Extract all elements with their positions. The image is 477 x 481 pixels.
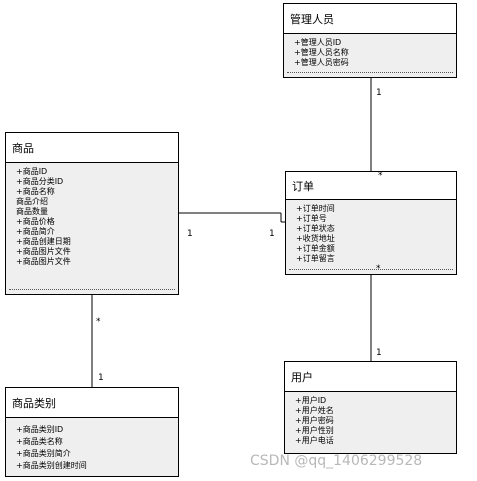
attr-item: +管理人员ID bbox=[294, 38, 342, 47]
attr-item: +订单状态 bbox=[296, 224, 335, 233]
attr-item: +商品名称 bbox=[16, 187, 55, 196]
class-order-title: 订单 bbox=[286, 172, 456, 200]
attr-item: +商品简介 bbox=[16, 227, 55, 236]
operations-separator bbox=[289, 269, 453, 270]
watermark: CSDN @qq_1406299528 bbox=[250, 453, 423, 469]
attr-item: +商品ID bbox=[16, 167, 48, 176]
attr-item: +商品价格 bbox=[16, 217, 55, 226]
attr-item: +订单号 bbox=[296, 214, 327, 223]
class-admin[interactable]: 管理人员 +管理人员ID +管理人员名称 +管理人员密码 bbox=[283, 3, 457, 78]
multiplicity-category-top: 1 bbox=[98, 373, 104, 383]
class-admin-attrs: +管理人员ID +管理人员名称 +管理人员密码 bbox=[284, 34, 456, 68]
multiplicity-product-bottom: * bbox=[96, 317, 101, 327]
attr-item: +订单金额 bbox=[296, 244, 335, 253]
class-user-attrs: +用户ID +用户姓名 +用户密码 +用户性别 +用户电话 bbox=[285, 392, 456, 446]
class-admin-title: 管理人员 bbox=[284, 4, 456, 34]
attr-item: +管理人员名称 bbox=[294, 48, 349, 57]
attr-item: +用户电话 bbox=[295, 436, 334, 445]
attr-item: +用户密码 bbox=[295, 416, 334, 425]
attr-item: +商品图片文件 bbox=[16, 247, 71, 256]
class-order-attrs: +订单时间 +订单号 +订单状态 +收货地址 +订单金额 +订单留言 bbox=[286, 200, 456, 264]
class-product-attrs: +商品ID +商品分类ID +商品名称 商品介绍 商品数量 +商品价格 +商品简… bbox=[6, 163, 178, 267]
attr-item: +商品分类ID bbox=[16, 177, 64, 186]
attr-item: +商品类别ID bbox=[16, 425, 64, 434]
attr-item: +订单时间 bbox=[296, 204, 335, 213]
attr-item: +用户性别 bbox=[295, 426, 334, 435]
attr-item: +商品类别简介 bbox=[16, 449, 71, 458]
class-user[interactable]: 用户 +用户ID +用户姓名 +用户密码 +用户性别 +用户电话 bbox=[284, 361, 457, 454]
multiplicity-order-top: * bbox=[378, 171, 383, 181]
attr-item: +收货地址 bbox=[296, 234, 335, 243]
multiplicity-user-top: 1 bbox=[376, 348, 382, 358]
multiplicity-order-left: 1 bbox=[269, 229, 275, 239]
attr-item: +商品类名称 bbox=[16, 437, 63, 446]
attr-item: +订单留言 bbox=[296, 254, 335, 263]
multiplicity-order-bottom: * bbox=[376, 264, 381, 274]
operations-separator bbox=[9, 289, 175, 290]
multiplicity-admin-end: 1 bbox=[376, 88, 382, 98]
attr-item: +商品图片文件 bbox=[16, 257, 71, 266]
attr-item: +商品类别创建时间 bbox=[16, 461, 87, 470]
class-product-title: 商品 bbox=[6, 133, 178, 163]
operations-separator bbox=[287, 72, 453, 73]
class-category-attrs: +商品类别ID +商品类名称 +商品类别简介 +商品类别创建时间 bbox=[6, 418, 178, 472]
class-product[interactable]: 商品 +商品ID +商品分类ID +商品名称 商品介绍 商品数量 +商品价格 +… bbox=[5, 132, 179, 295]
attr-item: +商品创建日期 bbox=[16, 237, 71, 246]
class-category[interactable]: 商品类别 +商品类别ID +商品类名称 +商品类别简介 +商品类别创建时间 bbox=[5, 387, 179, 477]
attr-item: 商品数量 bbox=[16, 207, 48, 216]
class-user-title: 用户 bbox=[285, 362, 456, 392]
attr-item: 商品介绍 bbox=[16, 197, 48, 206]
class-order[interactable]: 订单 +订单时间 +订单号 +订单状态 +收货地址 +订单金额 +订单留言 bbox=[285, 171, 457, 275]
attr-item: +管理人员密码 bbox=[294, 58, 349, 67]
class-category-title: 商品类别 bbox=[6, 388, 178, 418]
attr-item: +用户姓名 bbox=[295, 406, 334, 415]
multiplicity-product-right: 1 bbox=[187, 229, 193, 239]
attr-item: +用户ID bbox=[295, 396, 327, 405]
